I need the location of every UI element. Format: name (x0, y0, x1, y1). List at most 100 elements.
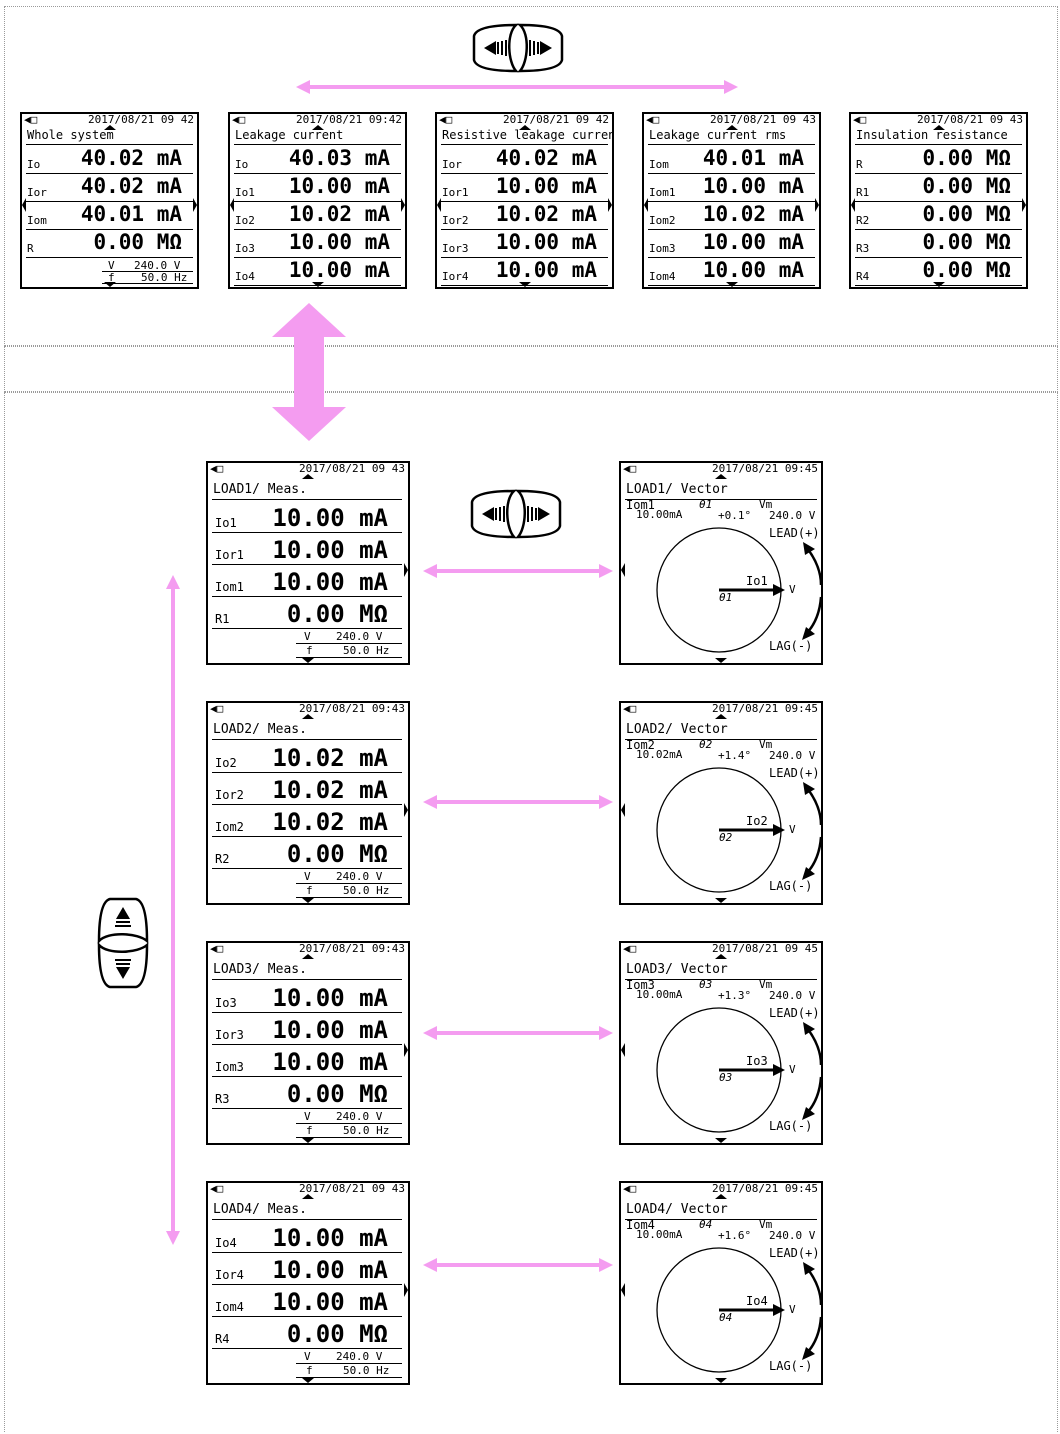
plug-battery-icon: ◀□ (623, 462, 637, 475)
frequency-label: f (108, 271, 115, 284)
section-frame-bottom (4, 392, 1058, 1432)
lead-label: LEAD(+) (769, 1246, 820, 1260)
timestamp: 2017/08/21 09 42 (88, 113, 194, 126)
lag-arrowhead (802, 1107, 815, 1120)
divider (234, 144, 401, 145)
scroll-left-indicator (230, 198, 234, 212)
lag-arc (806, 1316, 821, 1354)
divider (441, 229, 608, 230)
iom-label: Iom3 (626, 978, 655, 992)
row-value: 0.00 MΩ (286, 1320, 388, 1348)
left-right-key-icon (472, 23, 564, 73)
theta-label: θ4 (699, 1218, 713, 1231)
row-value: 0.00 MΩ (93, 230, 182, 254)
lag-arc (806, 596, 821, 634)
divider (212, 532, 402, 533)
divider (234, 173, 401, 174)
row-label: Iom (649, 158, 669, 171)
row-label: R4 (856, 270, 870, 283)
plug-battery-icon: ◀□ (210, 702, 224, 715)
row-label: Io3 (215, 996, 237, 1010)
theta-angle-label: θ2 (719, 831, 733, 844)
lead-arc (806, 1267, 821, 1306)
divider (296, 883, 402, 884)
row-label: Io2 (235, 214, 255, 227)
row-label: Ior (442, 158, 462, 171)
screen-title: Resistive leakage current (442, 128, 614, 142)
row-label: Ior2 (442, 214, 469, 227)
divider (212, 739, 402, 740)
row-value: 10.02 mA (272, 744, 388, 772)
scroll-up-indicator (302, 714, 314, 719)
scroll-down-indicator (725, 282, 738, 287)
row-value: 40.01 mA (702, 146, 804, 170)
divider (234, 257, 401, 258)
frequency-value: 50.0 Hz (141, 271, 188, 284)
timestamp: 2017/08/21 09:43 (299, 702, 405, 715)
divider (441, 257, 608, 258)
voltage-label: V (304, 1350, 311, 1363)
voltage-value: 240.0 V (336, 1110, 383, 1123)
row-label: Iom1 (215, 580, 244, 594)
vector-label: Io1 (746, 574, 768, 588)
scroll-down-indicator (715, 898, 727, 903)
vm-value: 240.0 V (769, 509, 816, 522)
vm-value: 240.0 V (769, 989, 816, 1002)
divider (441, 173, 608, 174)
row-value: 0.00 MΩ (922, 174, 1011, 198)
row-label: Ior2 (215, 788, 244, 802)
screen-title: Leakage current rms (649, 128, 787, 142)
scroll-down-indicator (715, 658, 727, 663)
divider (855, 201, 1022, 202)
row-label: Ior4 (442, 270, 469, 283)
row-label: Iom1 (649, 186, 676, 199)
row-label: Iom2 (649, 214, 676, 227)
plug-battery-icon: ◀□ (623, 702, 637, 715)
plug-battery-icon: ◀□ (853, 113, 867, 126)
meas-vector-toggle-arrow (423, 1258, 613, 1272)
divider (648, 201, 815, 202)
divider (296, 643, 402, 644)
row-label: Iom (27, 214, 47, 227)
voltage-label: V (304, 1110, 311, 1123)
voltage-axis-label: V (789, 1063, 796, 1076)
row-label: Io1 (235, 186, 255, 199)
screen-title: LOAD3/ Meas. (213, 962, 307, 977)
row-label: Io4 (235, 270, 255, 283)
row-value: 10.00 mA (288, 174, 390, 198)
row-label: R (856, 158, 863, 171)
divider (212, 1316, 402, 1317)
top-horizontal-arrow (296, 80, 738, 94)
load-cycle-vertical-arrow (166, 575, 180, 1245)
theta-value: +1.3° (718, 989, 752, 1002)
theta-value: +0.1° (718, 509, 752, 522)
voltage-value: 240.0 V (336, 630, 383, 643)
frequency-label: f (306, 1124, 313, 1137)
frequency-value: 50.0 Hz (343, 1124, 390, 1137)
divider (441, 285, 608, 286)
scroll-down-indicator (302, 1378, 314, 1383)
lag-label: LAG(-) (769, 879, 813, 893)
lead-arc (806, 547, 821, 586)
vector-label: Io3 (746, 1054, 768, 1068)
row-label: Ior4 (215, 1268, 244, 1282)
scroll-right-indicator (404, 563, 408, 577)
divider (212, 868, 402, 869)
vm-label: Vm (759, 738, 773, 751)
divider (212, 564, 402, 565)
row-value: 10.00 mA (702, 174, 804, 198)
divider (212, 1252, 402, 1253)
vm-label: Vm (759, 498, 773, 511)
scroll-left-indicator (621, 803, 625, 817)
scroll-right-indicator (401, 198, 405, 212)
row-value: 0.00 MΩ (922, 202, 1011, 226)
scroll-up-indicator (103, 125, 116, 130)
row-value: 0.00 MΩ (922, 258, 1011, 282)
vector-diagram (656, 527, 821, 653)
vector-label: Io2 (746, 814, 768, 828)
row-value: 10.00 mA (272, 1224, 388, 1252)
